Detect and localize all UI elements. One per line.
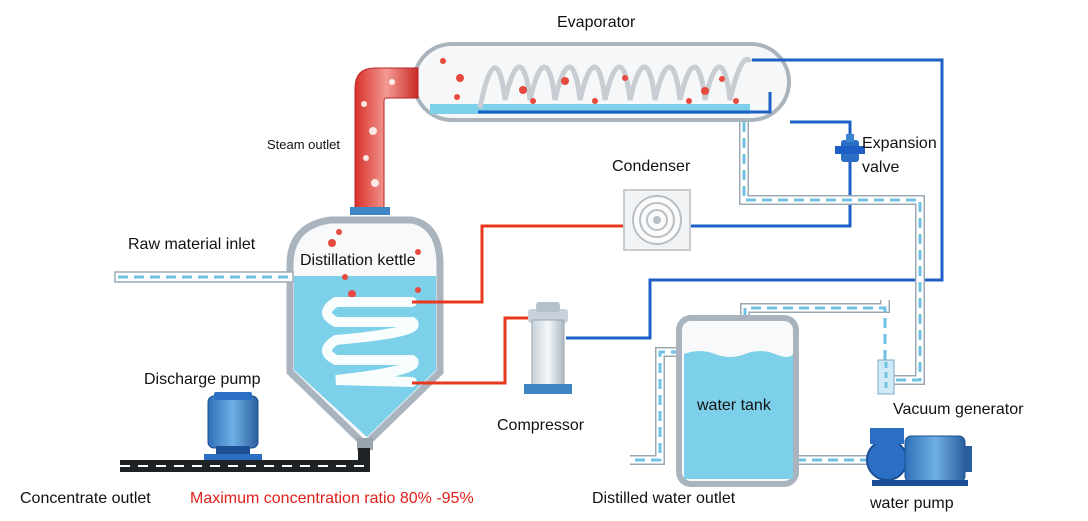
evaporator-coil [477,56,753,109]
raw-material-inlet-pipe [114,271,294,283]
expansion-valve [835,134,865,162]
steam-flange [350,207,390,215]
concentrate-outlet-label: Concentrate outlet [20,490,151,507]
vapor-pipes [630,122,925,465]
expansion-valve-label-2: valve [862,159,900,176]
water-pump-label: water pump [870,495,954,512]
hot-line-to-condenser [412,224,640,304]
steam-outlet-label: Steam outlet [267,137,340,152]
compressor [524,302,572,394]
hot-line-from-compressor [412,316,538,385]
condenser [623,189,691,251]
evaporator-label: Evaporator [557,14,636,31]
concentrate-outlet-pipe [120,448,370,472]
heating-coil [322,297,419,387]
condenser-label: Condenser [612,158,691,175]
steam-outlet-pipe [354,67,419,211]
max-concentration-label: Maximum concentration ratio 80% -95% [190,490,474,507]
evaporator [412,42,791,122]
steam-droplets [440,58,739,104]
distillation-kettle-label: Distillation kettle [300,252,416,269]
compressor-label: Compressor [497,417,585,434]
vacuum-generator [877,359,895,395]
discharge-pump [204,392,262,460]
expansion-valve-label-1: Expansion [862,135,937,152]
discharge-pump-label: Discharge pump [144,371,261,388]
kettle-droplets [328,229,421,298]
vacuum-generator-label: Vacuum generator [893,401,1024,418]
distillation-kettle [286,216,444,450]
distilled-water-outlet-label: Distilled water outlet [592,490,736,507]
raw-material-inlet-label: Raw material inlet [128,236,256,253]
water-pump [866,428,972,486]
water-tank [676,315,799,487]
water-tank-label: water tank [697,397,771,414]
